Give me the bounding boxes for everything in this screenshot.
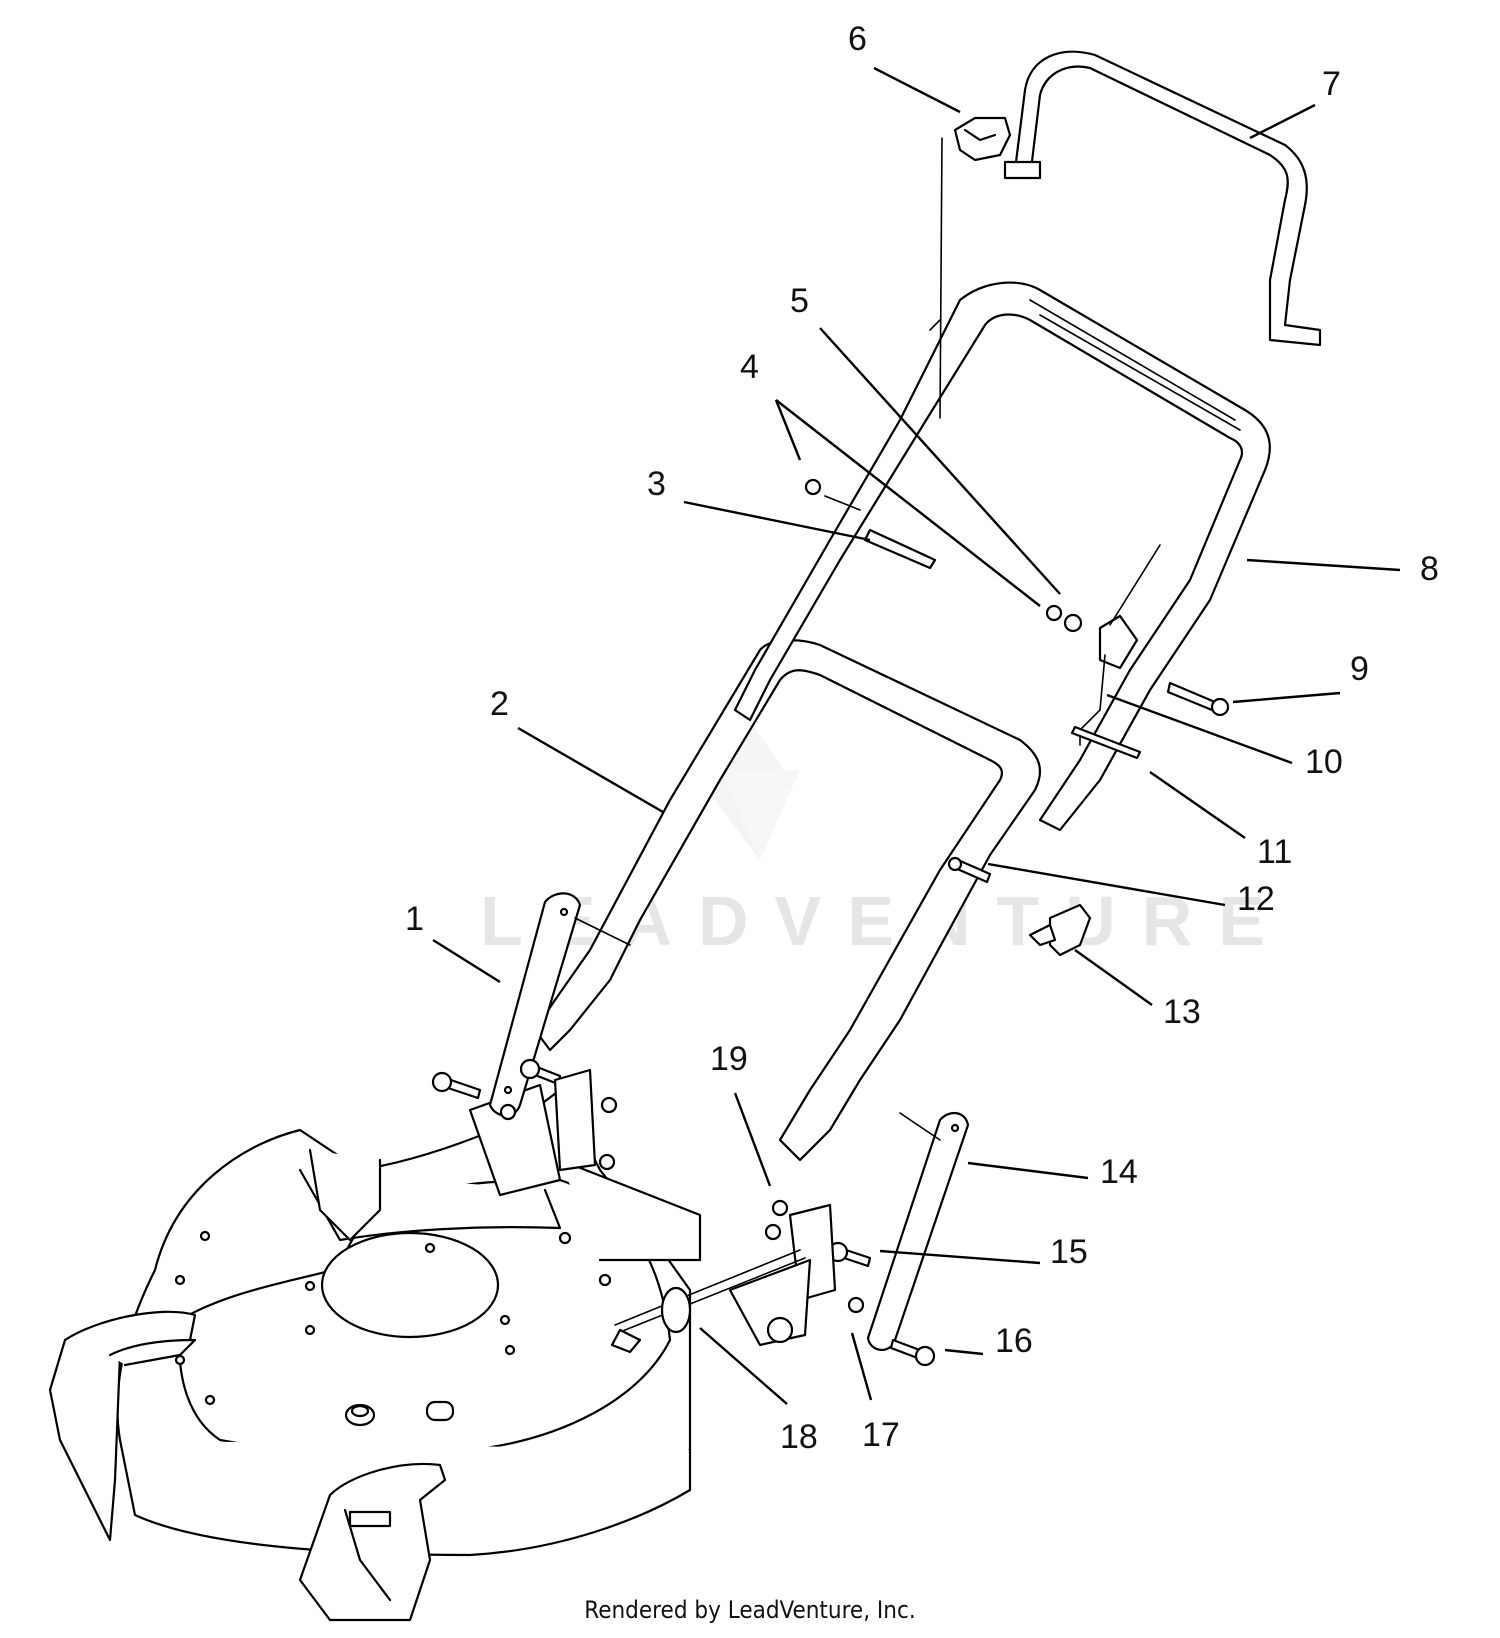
front-bumper-left [48,1310,197,1542]
carriage-bolt [1166,681,1230,717]
callout-3: 3 [647,465,666,503]
front-bumper-right [298,1463,447,1622]
cable-tie [1070,725,1142,760]
drive-cable [610,1249,806,1354]
footer-credit: Rendered by LeadVenture, Inc. [584,1596,916,1624]
callout-9: 9 [1350,650,1369,688]
right-handle-bracket [866,1112,970,1351]
callout-17: 17 [862,1416,900,1454]
callout-2: 2 [490,685,509,723]
callout-7: 7 [1322,65,1341,103]
callout-15: 15 [1050,1233,1088,1271]
handle-knob [1028,903,1092,957]
leader-lines [432,66,1401,1405]
callout-13: 13 [1163,993,1201,1031]
height-adjuster [553,1068,837,1347]
upper-handle [733,281,1271,832]
control-cable [939,137,943,419]
callout-14: 14 [1100,1153,1138,1191]
handle-bolt [947,856,992,884]
callout-16: 16 [995,1322,1033,1360]
callout-labels: 1 2 3 4 5 6 7 8 9 10 11 12 13 14 15 16 1… [405,20,1439,1456]
callout-6: 6 [848,20,867,58]
cable-clip [953,116,1012,162]
callout-11: 11 [1257,833,1292,871]
callout-12: 12 [1237,880,1275,918]
callout-10: 10 [1305,743,1343,781]
pivot-nuts [499,1096,865,1314]
control-bail [1003,50,1322,347]
callout-4: 4 [740,348,759,386]
callout-18: 18 [780,1418,818,1456]
callout-8: 8 [1420,550,1439,588]
callout-19: 19 [710,1040,748,1078]
callout-5: 5 [790,282,809,320]
control-switch [1079,544,1161,746]
callout-1: 1 [405,900,424,938]
hex-nut [804,478,1063,622]
alignment-lines [574,495,941,1141]
left-handle-bracket [488,892,582,1117]
washer [1063,613,1083,633]
cable-guide [863,528,937,570]
lower-handle [533,639,1042,1162]
